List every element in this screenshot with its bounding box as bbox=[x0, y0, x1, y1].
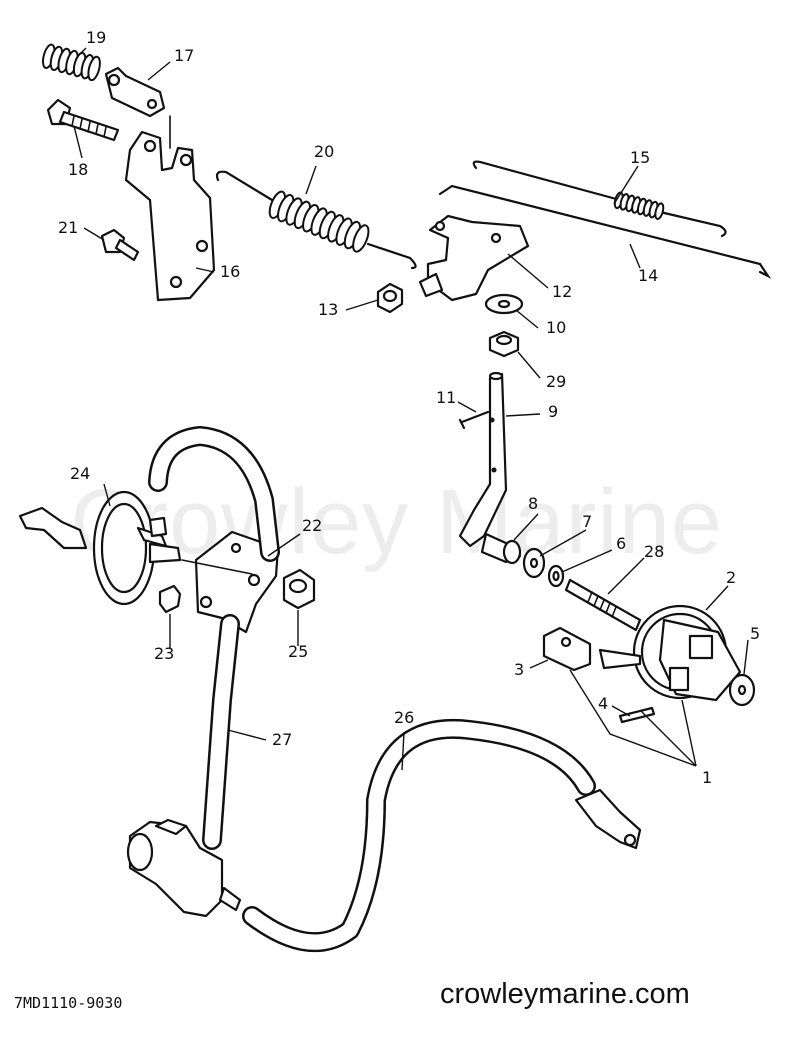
spring-19 bbox=[42, 43, 101, 82]
callout-14: 14 bbox=[638, 266, 659, 285]
callout-2: 2 bbox=[726, 568, 737, 587]
callout-18: 18 bbox=[68, 160, 89, 179]
ring-6 bbox=[547, 564, 565, 588]
callout-27: 27 bbox=[272, 730, 293, 749]
callout-20: 20 bbox=[314, 142, 335, 161]
callout-12: 12 bbox=[552, 282, 573, 301]
callout-29: 29 bbox=[546, 372, 567, 391]
washer-10 bbox=[484, 293, 524, 315]
hose-upper bbox=[148, 426, 280, 562]
callout-21: 21 bbox=[58, 218, 79, 237]
hose-27 bbox=[202, 614, 240, 850]
bracket-22 bbox=[181, 530, 280, 634]
callout-17: 17 bbox=[174, 46, 195, 65]
shaft-9 bbox=[458, 371, 508, 548]
spring-rod-15 bbox=[472, 160, 727, 238]
bracket-16 bbox=[124, 115, 216, 302]
callout-23: 23 bbox=[154, 644, 175, 663]
callout-11: 11 bbox=[436, 388, 457, 407]
nut-29 bbox=[488, 330, 520, 358]
lever-plate-12 bbox=[418, 214, 530, 302]
callout-25: 25 bbox=[288, 642, 309, 661]
drawing-code: 7MD1110-9030 bbox=[14, 994, 123, 1012]
vacuum-diaphragm-24 bbox=[18, 490, 182, 606]
callout-6: 6 bbox=[616, 534, 627, 553]
callout-10: 10 bbox=[546, 318, 567, 337]
link-plate-17 bbox=[104, 66, 166, 118]
hose-clip bbox=[574, 788, 642, 850]
spring-20 bbox=[215, 170, 417, 270]
nut-25 bbox=[282, 568, 316, 610]
callout-24: 24 bbox=[70, 464, 91, 483]
nut-13 bbox=[376, 282, 404, 314]
threaded-shaft-28 bbox=[564, 578, 642, 632]
vacuum-valve bbox=[126, 818, 242, 918]
callout-1: 1 bbox=[702, 768, 713, 787]
washer-5 bbox=[728, 673, 756, 707]
rod-14 bbox=[438, 184, 772, 279]
callout-13: 13 bbox=[318, 300, 339, 319]
pin-11 bbox=[458, 410, 490, 430]
gear-assembly-2 bbox=[598, 604, 742, 702]
callout-7: 7 bbox=[582, 512, 593, 531]
leader-lines bbox=[73, 47, 749, 771]
screw-21 bbox=[100, 228, 140, 262]
clip-3 bbox=[542, 626, 592, 672]
fitting-23 bbox=[158, 584, 182, 614]
callout-19: 19 bbox=[86, 28, 107, 47]
hose-26 bbox=[242, 718, 596, 953]
callout-26: 26 bbox=[394, 708, 415, 727]
callout-5: 5 bbox=[750, 624, 761, 643]
washer-7 bbox=[522, 547, 546, 579]
callout-16: 16 bbox=[220, 262, 241, 281]
bushing-8 bbox=[480, 532, 522, 565]
website-link[interactable]: crowleymarine.com bbox=[440, 978, 690, 1010]
callout-3: 3 bbox=[514, 660, 525, 679]
callout-9: 9 bbox=[548, 402, 559, 421]
callout-22: 22 bbox=[302, 516, 323, 535]
callout-4: 4 bbox=[598, 694, 609, 713]
pin-4 bbox=[618, 706, 656, 724]
callout-15: 15 bbox=[630, 148, 651, 167]
bolt-18 bbox=[46, 98, 120, 142]
callout-28: 28 bbox=[644, 542, 665, 561]
callout-8: 8 bbox=[528, 494, 539, 513]
